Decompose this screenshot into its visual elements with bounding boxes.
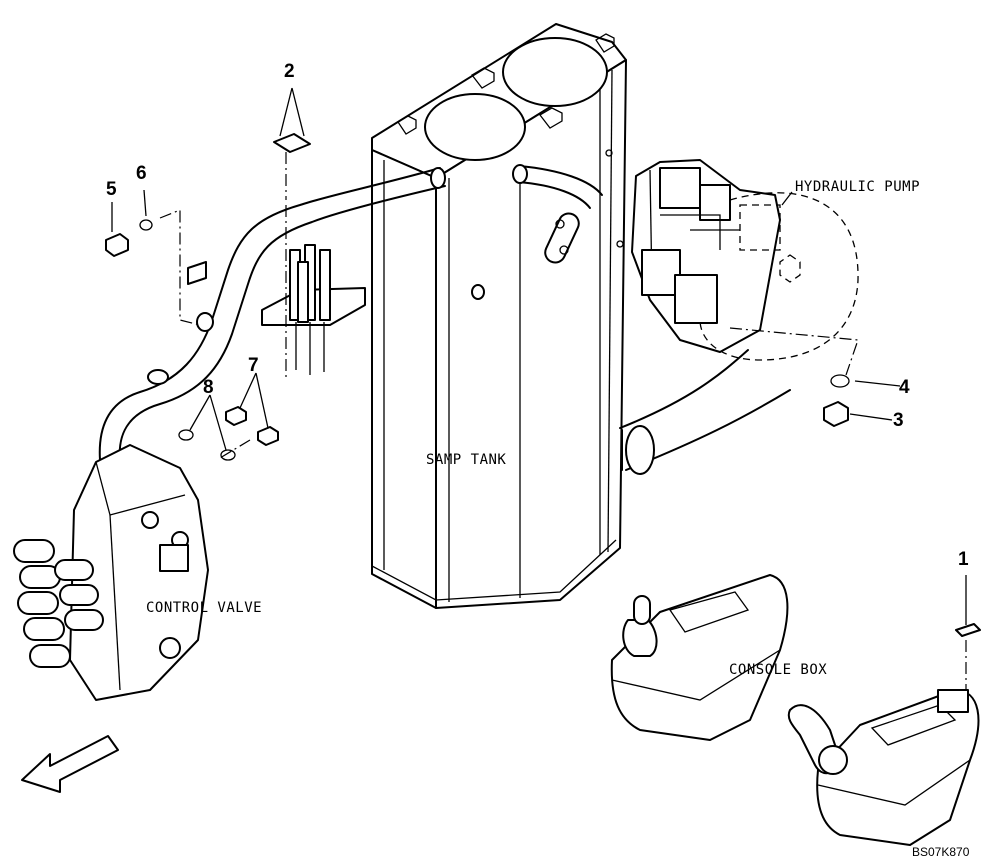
- callout-7: 7: [248, 355, 259, 376]
- callout-2: 2: [284, 61, 295, 82]
- leader-lines: [111, 87, 967, 690]
- callout-3: 3: [893, 410, 904, 431]
- console-box-right: [787, 689, 980, 846]
- samp-tank: [371, 23, 627, 609]
- callout-5: 5: [106, 179, 117, 200]
- console-box-label: CONSOLE BOX: [729, 662, 828, 678]
- console-box-left: [610, 574, 789, 741]
- hydraulic-pump-label: HYDRAULIC PUMP: [795, 179, 921, 195]
- front-direction-arrow-icon: [21, 735, 119, 793]
- samp-tank-label: SAMP TANK: [426, 452, 507, 468]
- callout-6: 6: [136, 163, 147, 184]
- hydraulic-pump: [631, 159, 859, 361]
- callout-1: 1: [958, 549, 969, 570]
- filter-assembly: [261, 205, 366, 380]
- return-hose: [98, 164, 603, 461]
- control-valve-label: CONTROL VALVE: [146, 600, 263, 616]
- control-valve: [13, 444, 209, 701]
- drawing-code: BS07K870: [912, 845, 970, 859]
- small-parts: [105, 133, 981, 637]
- callout-8: 8: [203, 377, 214, 398]
- suction-pipe: [619, 349, 791, 475]
- callout-4: 4: [899, 377, 910, 398]
